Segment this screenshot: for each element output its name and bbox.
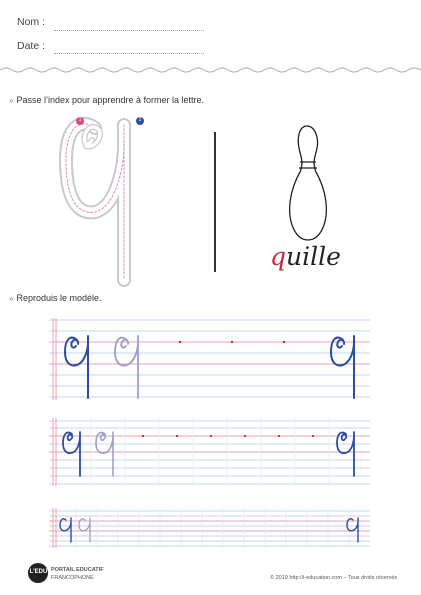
start-marker-1 xyxy=(76,117,84,125)
model-letter-q-row2 xyxy=(62,431,81,477)
logo-line-1: PORTAIL EDUCATIF xyxy=(51,567,104,573)
trace-letter-q-row3 xyxy=(78,517,91,543)
date-label: Date : xyxy=(17,40,46,52)
instruction-2-text: Reproduis le modèle. xyxy=(16,293,102,303)
instruction-2: »Reproduis le modèle. xyxy=(9,293,102,303)
instruction-1-text: Passe l’index pour apprendre à former la… xyxy=(16,95,205,105)
name-field[interactable] xyxy=(54,30,204,31)
logo-mark xyxy=(28,563,48,583)
tracing-letter xyxy=(59,116,131,287)
logo-line-2: FRANCOPHONE xyxy=(51,575,94,581)
trace-letter-q-row2 xyxy=(95,431,114,477)
wavy-divider xyxy=(0,67,421,73)
name-label: Nom : xyxy=(17,16,46,28)
instruction-1: »Passe l’index pour apprendre à former l… xyxy=(9,95,204,105)
chevron-right-icon: » xyxy=(9,96,14,105)
writing-row-1 xyxy=(49,318,370,400)
model-letter-q-row2-end xyxy=(336,431,355,477)
bowling-pin-icon xyxy=(289,125,327,241)
model-letter-q-row1-end xyxy=(329,335,355,399)
writing-row-2 xyxy=(49,418,370,486)
word-rest: uille xyxy=(286,242,341,271)
start-marker-2 xyxy=(136,117,144,125)
date-field[interactable] xyxy=(54,53,204,54)
model-letter-q-row1 xyxy=(63,335,89,399)
copyright-text: © 2019 http://i-education.com – Tous dro… xyxy=(270,575,398,581)
writing-row-3 xyxy=(49,508,370,548)
model-letter-q-row3 xyxy=(59,517,72,543)
illustration-word: quille xyxy=(270,244,341,269)
trace-letter-q-row1 xyxy=(114,335,139,399)
logo-text: L’EDU xyxy=(29,569,48,575)
word-first-letter: q xyxy=(270,242,287,271)
model-letter-q-row3-end xyxy=(346,517,359,543)
chevron-right-icon: » xyxy=(9,294,14,303)
marker-number-1: 1 xyxy=(78,117,82,123)
marker-number-2: 2 xyxy=(138,117,142,123)
